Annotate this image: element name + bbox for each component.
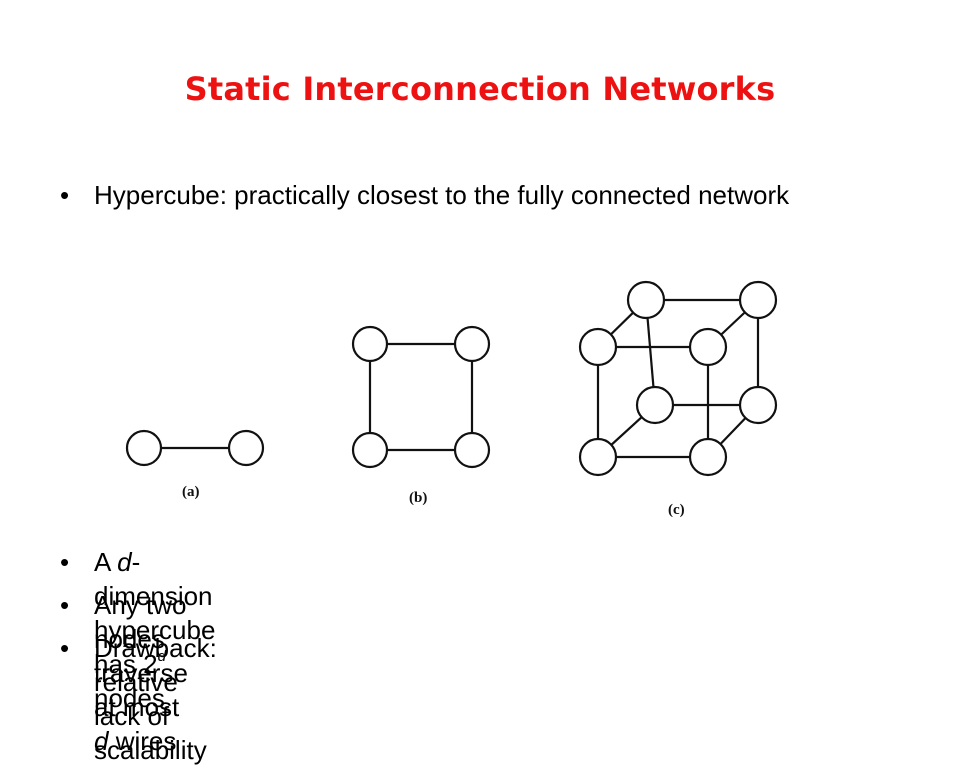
bullet-text: Drawback: relative lack of scalability: [94, 633, 217, 765]
node-c-front-bottom-right: [688, 437, 728, 477]
text-run: nodes: [94, 683, 165, 713]
figure-label-b: (b): [409, 490, 427, 506]
node-c-front-top-left: [578, 327, 618, 367]
node-c-back-bottom-left: [635, 385, 675, 425]
text-run: Any two nodes traverse at most: [94, 590, 188, 722]
node-c-front-top-right: [688, 327, 728, 367]
node-c-back-bottom-right: [738, 385, 778, 425]
superscript-exponent: d: [157, 648, 166, 665]
bullet-text: A d-dimension hypercube has 2d nodes: [94, 545, 215, 715]
text-run: A: [94, 547, 118, 577]
node-a-2: [227, 429, 265, 467]
bullet-text: Hypercube: practically closest to the fu…: [94, 180, 790, 210]
node-c-back-top-right: [738, 280, 778, 320]
italic-variable: d: [117, 547, 132, 577]
node-c-front-bottom-left: [578, 437, 618, 477]
bullet-marker: •: [60, 633, 70, 663]
text-run: -dimension hypercube has 2: [94, 547, 216, 679]
node-c-back-top-left: [626, 280, 666, 320]
node-b-3: [351, 431, 389, 469]
bullet-marker: •: [60, 590, 70, 620]
node-b-1: [351, 325, 389, 363]
figure-label-c: (c): [668, 502, 685, 518]
node-a-1: [125, 429, 163, 467]
node-b-2: [453, 325, 491, 363]
bullet-marker: •: [60, 547, 70, 577]
bullet-marker: •: [60, 180, 70, 210]
figure-label-a: (a): [182, 484, 200, 500]
node-b-4: [453, 431, 491, 469]
hypercube-figure: (a) (b) (c): [125, 280, 778, 518]
slide-title: Static Interconnection Networks: [184, 70, 776, 108]
